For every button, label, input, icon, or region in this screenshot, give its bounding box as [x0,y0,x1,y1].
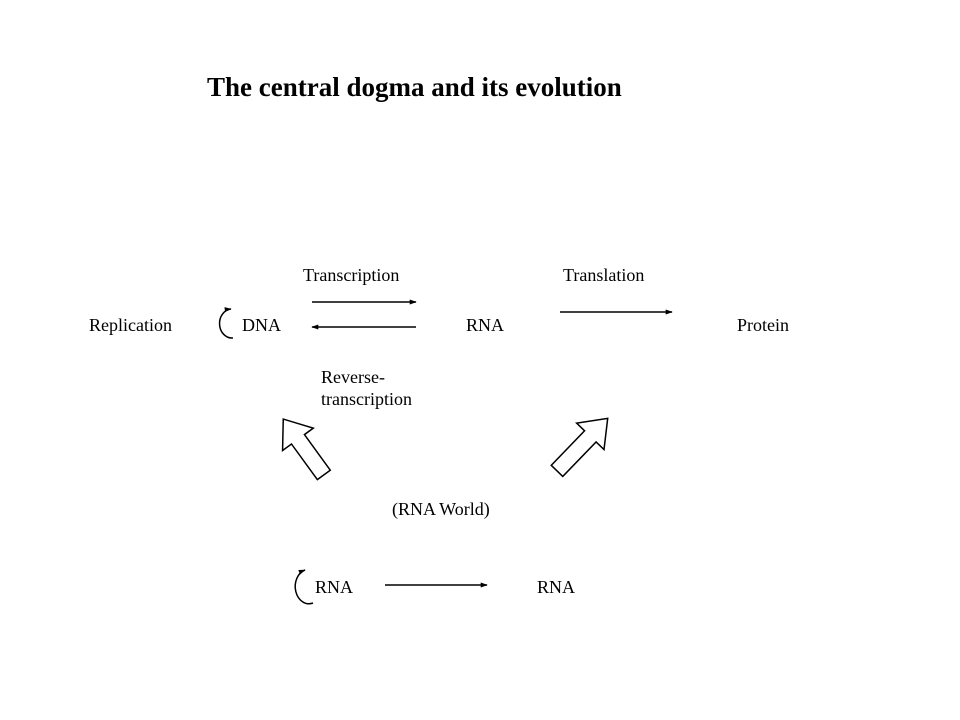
reverse-transcription-label: Reverse- transcription [321,366,412,410]
replication-cycle-arrow [218,307,234,339]
rna-label: RNA [466,315,505,335]
dna-label: DNA [242,315,281,335]
evolution-arrow-right [550,417,609,478]
translation-label: Translation [563,265,645,285]
transcription-label: Transcription [303,265,400,285]
slide-title: The central dogma and its evolution [207,72,622,102]
reverse-transcription-line-1: Reverse- [321,367,385,387]
rna-world-source-label: RNA [315,577,354,597]
reverse-transcription-line-2: transcription [321,389,412,409]
rna-world-cycle-arrow [294,569,314,605]
evolution-arrow-left [281,418,332,481]
rna-world-label: (RNA World) [392,499,490,519]
protein-label: Protein [737,315,789,335]
replication-label: Replication [89,315,172,335]
rna-world-target-label: RNA [537,577,576,597]
